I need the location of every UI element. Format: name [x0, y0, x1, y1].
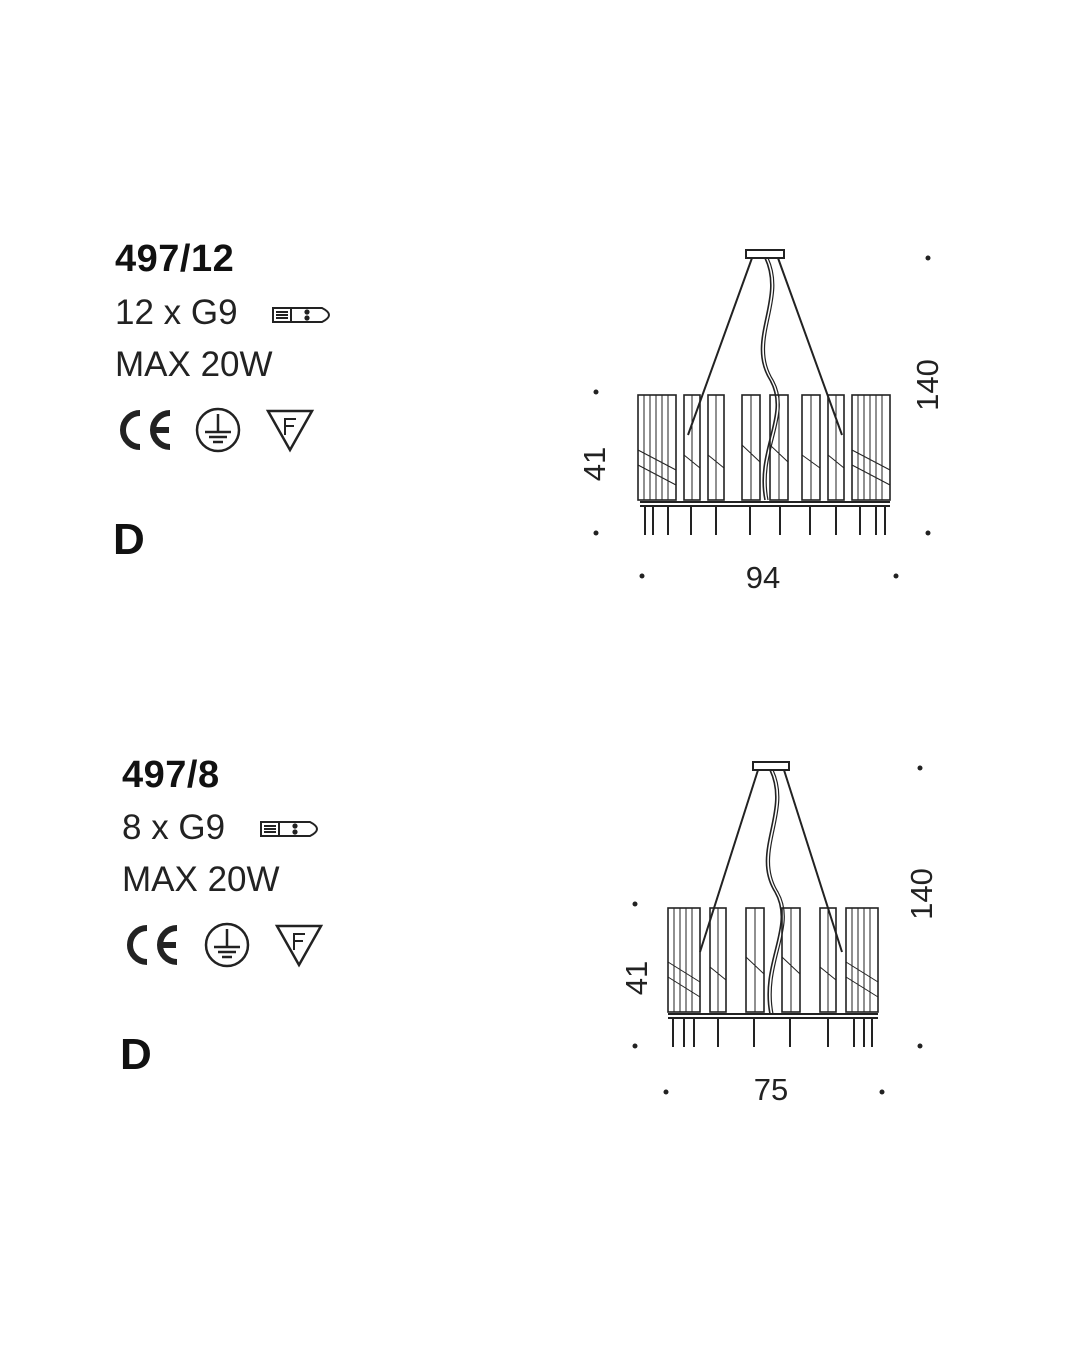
certification-icons: [115, 405, 325, 455]
dimension-width: 94: [745, 560, 781, 595]
ce-mark-icon: [120, 410, 171, 450]
product-497-12: 497/12 12 x G9 MAX 20W: [0, 0, 1080, 640]
dimension-height-body: 41: [577, 446, 612, 482]
g9-bulb-icon: [272, 307, 330, 323]
chandelier-drawing-12: [593, 249, 931, 579]
power-spec: MAX 20W: [115, 345, 273, 384]
product-code: 497/12: [115, 238, 235, 280]
f-mark-icon: [274, 924, 324, 968]
g9-bulb-icon: [260, 821, 318, 837]
lamp-spec: 12 x G9: [115, 293, 238, 332]
product-code: 497/8: [122, 754, 220, 796]
dimension-width: 75: [753, 1072, 789, 1107]
energy-class: D: [113, 515, 145, 564]
certification-icons: [122, 920, 332, 970]
chandelier-drawing-8: [632, 761, 923, 1095]
dimension-height-total: 140: [910, 359, 945, 411]
earth-ground-icon: [195, 407, 241, 453]
lamp-spec: 8 x G9: [122, 808, 226, 847]
dimension-height-body: 41: [619, 960, 654, 996]
power-spec: MAX 20W: [122, 860, 280, 899]
f-mark-icon: [265, 409, 315, 453]
dimension-height-total: 140: [904, 868, 939, 920]
earth-ground-icon: [204, 922, 250, 968]
energy-class: D: [120, 1030, 152, 1079]
ce-mark-icon: [127, 925, 178, 965]
product-497-8: 497/8 8 x G9 MAX 20W: [0, 640, 1080, 1180]
